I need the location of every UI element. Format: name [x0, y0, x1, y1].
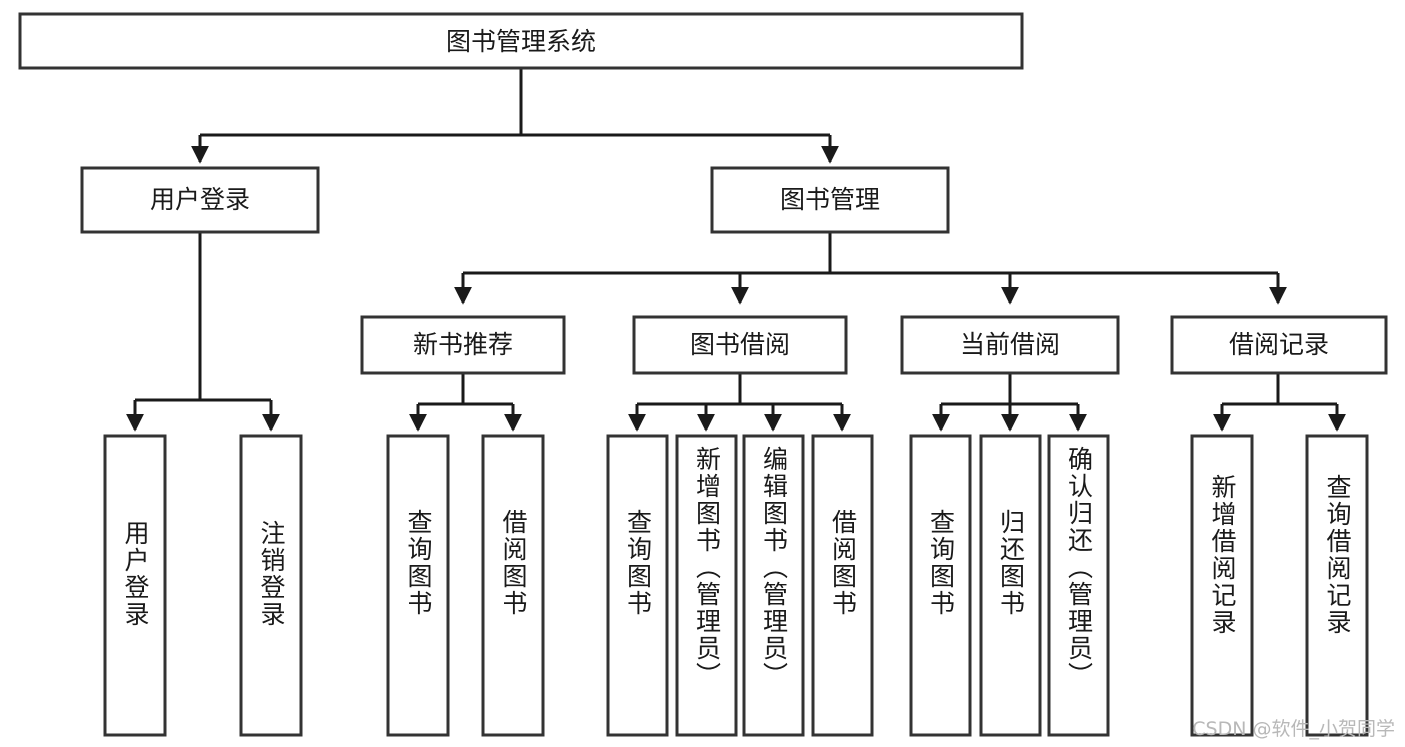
connector-root-to-level2: [191, 68, 839, 164]
leaf-box-current-borrow-1[interactable]: [979, 434, 1042, 737]
leaf-box-current-borrow-2[interactable]: [1047, 434, 1110, 737]
connector-book-management-to-level3: [454, 232, 1287, 305]
node-current-borrow[interactable]: 当前借阅: [900, 315, 1120, 375]
leaf-boxes-borrow-record: [1190, 434, 1369, 737]
leaf-box-current-borrow-0[interactable]: [909, 434, 972, 737]
leaf-box-new-book-1[interactable]: [481, 434, 545, 737]
leaf-boxes-user-login: [103, 434, 303, 737]
node-book-management[interactable]: 图书管理: [710, 166, 950, 234]
node-root-label: 图书管理系统: [446, 27, 596, 56]
node-user-login-label: 用户登录: [150, 185, 250, 214]
leaf-box-new-book-0[interactable]: [386, 434, 450, 737]
leaf-boxes-book-borrow: [606, 434, 874, 737]
leaf-boxes-current-borrow: [909, 434, 1110, 737]
node-book-borrow-label: 图书借阅: [690, 330, 790, 359]
node-root-book-management-system[interactable]: 图书管理系统: [18, 12, 1024, 70]
connector-new-book-to-leaves: [409, 373, 522, 432]
node-borrow-record-label: 借阅记录: [1229, 330, 1329, 359]
connector-current-borrow-to-leaves: [932, 373, 1087, 432]
node-book-management-label: 图书管理: [780, 185, 880, 214]
leaf-box-book-borrow-3[interactable]: [811, 434, 874, 737]
node-new-book-recommend[interactable]: 新书推荐: [360, 315, 566, 375]
leaf-box-book-borrow-0[interactable]: [606, 434, 669, 737]
connector-borrow-record-to-leaves: [1213, 373, 1346, 432]
watermark-csdn: CSDN @软件_小贺同学: [1192, 718, 1395, 740]
connector-book-borrow-to-leaves: [628, 373, 851, 432]
leaf-boxes-new-book-recommend: [386, 434, 545, 737]
leaf-box-borrow-record-1[interactable]: [1305, 434, 1369, 737]
leaf-box-user-login-0[interactable]: [103, 434, 167, 737]
node-borrow-record[interactable]: 借阅记录: [1170, 315, 1388, 375]
node-user-login[interactable]: 用户登录: [80, 166, 320, 234]
node-new-book-recommend-label: 新书推荐: [413, 330, 513, 359]
connector-user-login-to-leaves: [126, 232, 280, 432]
node-book-borrow[interactable]: 图书借阅: [632, 315, 848, 375]
leaf-box-borrow-record-0[interactable]: [1190, 434, 1254, 737]
leaf-box-user-login-1[interactable]: [239, 434, 303, 737]
leaf-box-book-borrow-1[interactable]: [675, 434, 738, 737]
node-current-borrow-label: 当前借阅: [960, 330, 1060, 359]
leaf-box-book-borrow-2[interactable]: [742, 434, 805, 737]
